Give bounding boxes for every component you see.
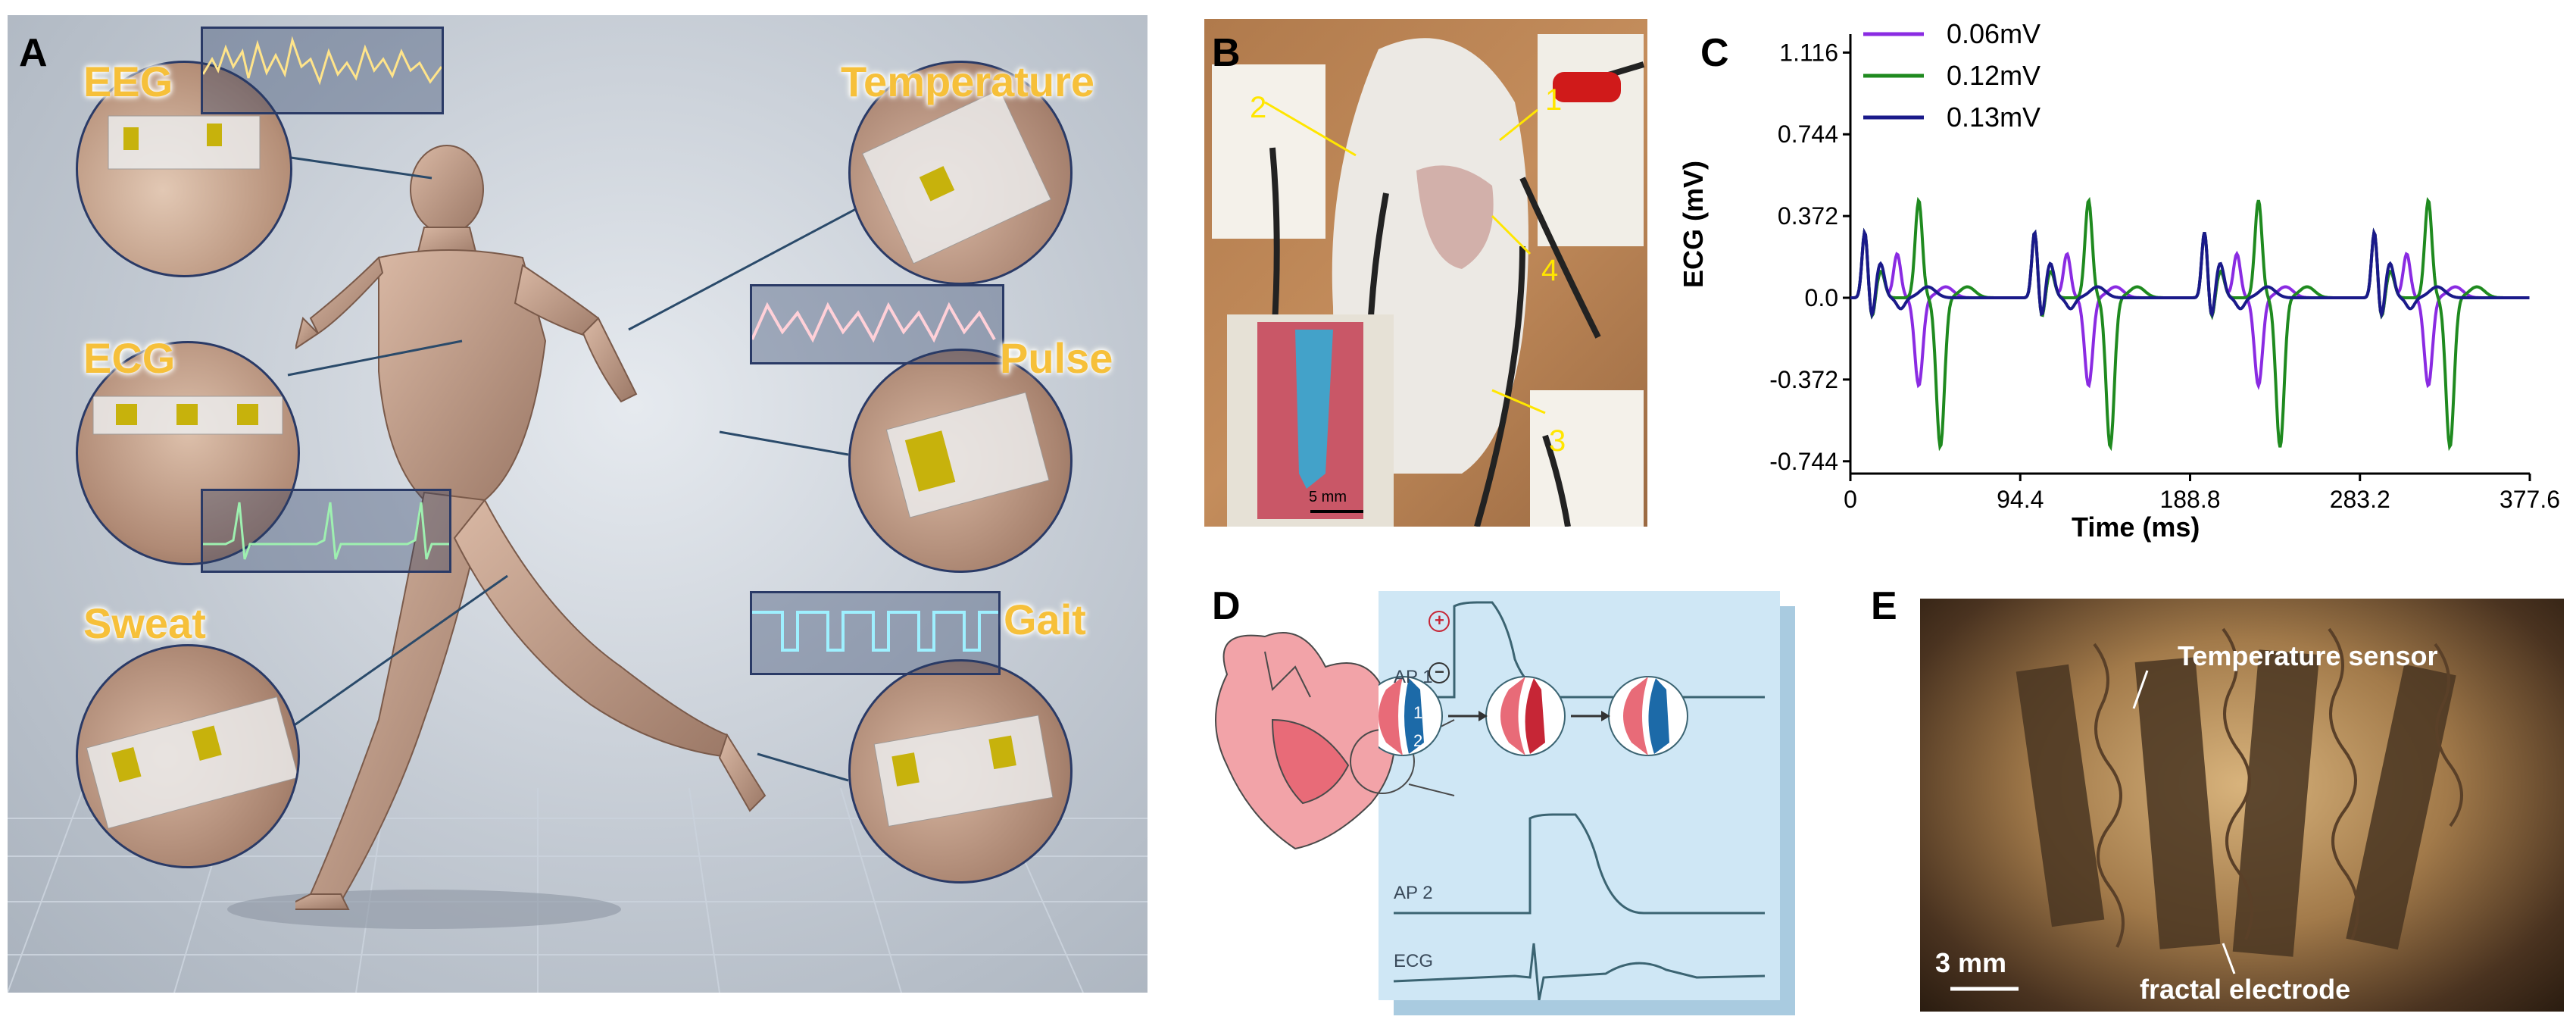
ecg-circle: [76, 341, 300, 565]
temperature-sensor-label: Temperature sensor: [2178, 640, 2438, 671]
temperature-label: Temperature: [841, 58, 1095, 105]
panel-a-letter: A: [19, 31, 48, 75]
y-tick-label: -0.372: [1769, 366, 1838, 393]
pulse-wave-box: [750, 284, 1004, 364]
minus-sign: −: [1435, 662, 1444, 681]
legend-label: 0.13mV: [1947, 102, 2041, 133]
y-axis-title: ECG (mV): [1678, 160, 1709, 288]
x-tick-label: 188.8: [2159, 486, 2220, 513]
pulse-circle: [848, 349, 1073, 573]
sweat-circle: [76, 644, 300, 868]
panel-d-letter: D: [1212, 584, 1241, 628]
series-line-0-06mV: [1850, 227, 2530, 390]
panel-b-letter: B: [1212, 31, 1241, 75]
running-figure: [295, 145, 767, 910]
panel-a: EEG Temperature ECG Pulse Sweat Gait: [8, 15, 1147, 993]
pulse-label: Pulse: [1000, 334, 1113, 382]
arrow-1-label: 1: [1545, 83, 1563, 117]
panel-b-photo: 1 2 3 4 5 mm: [1204, 19, 1647, 527]
x-tick-label: 377.6: [2500, 486, 2560, 513]
x-tick-label: 94.4: [1997, 486, 2044, 513]
y-tick-label: 0.0: [1805, 284, 1838, 311]
panel-c-letter: C: [1700, 31, 1729, 75]
y-tick-label: -0.744: [1769, 448, 1838, 475]
gait-circle: [848, 659, 1073, 884]
plus-sign: +: [1435, 611, 1444, 630]
series-line-0-12mV: [1850, 196, 2530, 452]
legend-label: 0.12mV: [1947, 60, 2041, 91]
node-1-label: 1: [1413, 703, 1423, 722]
ecg-label: ECG: [83, 334, 176, 382]
ap1-label: AP 1: [1394, 667, 1433, 687]
temperature-circle: [848, 61, 1073, 285]
ap-traces: [1379, 601, 1766, 1000]
ecg-wave-box: [201, 489, 451, 573]
ap-panel: [1379, 591, 1780, 1000]
eeg-circle: [76, 61, 292, 277]
y-tick-label: 0.372: [1778, 202, 1838, 230]
ecg-trace-label: ECG: [1394, 951, 1434, 971]
panel-e-photo: Temperature sensor fractal electrode 3 m…: [1920, 599, 2564, 1012]
gait-wave-box: [750, 591, 1001, 675]
eeg-wave-box: [201, 27, 444, 114]
x-tick-label: 0: [1844, 486, 1857, 513]
panel-e-letter: E: [1871, 584, 1897, 628]
y-tick-label: 0.744: [1778, 120, 1838, 148]
series-line-0-13mV: [1850, 227, 2530, 320]
x-tick-label: 283.2: [2330, 486, 2390, 513]
gait-label: Gait: [1004, 596, 1086, 643]
arrow-2-label: 2: [1250, 91, 1267, 124]
scale-bar-3mm-label: 3 mm: [1935, 947, 2007, 978]
heart-diagram: [1215, 632, 1455, 850]
eeg-label: EEG: [83, 58, 173, 105]
legend-label: 0.06mV: [1947, 18, 2041, 49]
ap2-label: AP 2: [1394, 883, 1433, 903]
y-tick-label: 1.116: [1779, 39, 1838, 66]
node-2-label: 2: [1413, 731, 1423, 750]
arrow-4-label: 4: [1541, 254, 1559, 287]
scale-bar-label: 5 mm: [1309, 489, 1347, 505]
x-axis-title: Time (ms): [2072, 511, 2200, 543]
fractal-electrode-label: fractal electrode: [2140, 974, 2351, 1005]
sweat-label: Sweat: [83, 599, 206, 647]
arrow-3-label: 3: [1549, 424, 1566, 458]
